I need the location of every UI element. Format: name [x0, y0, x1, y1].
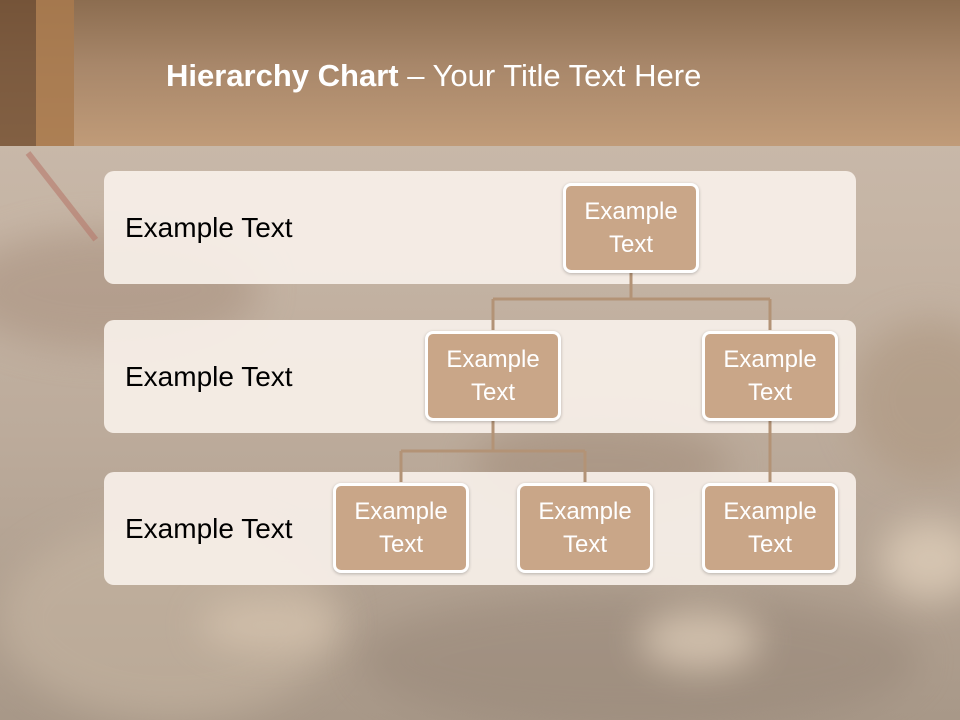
slide-title[interactable]: Hierarchy Chart – Your Title Text Here — [166, 56, 701, 96]
org-node-level3-c[interactable]: Example Text — [702, 483, 838, 573]
org-node-level3-b[interactable]: Example Text — [517, 483, 653, 573]
node-label: Example Text — [723, 346, 817, 406]
connector-left — [399, 421, 587, 482]
header-band: Hierarchy Chart – Your Title Text Here — [0, 0, 960, 146]
slide-title-rest: – Your Title Text Here — [398, 58, 702, 93]
slide-title-bold: Hierarchy Chart — [166, 58, 399, 93]
row-label: Example Text — [125, 212, 293, 243]
header-accent-bar-light — [36, 0, 74, 146]
hierarchy-row-1[interactable]: Example Text — [104, 171, 856, 284]
node-label: Example Text — [538, 498, 632, 558]
node-label: Example Text — [723, 498, 817, 558]
header-accent-bar — [0, 0, 36, 146]
org-node-level2-left[interactable]: Example Text — [425, 331, 561, 421]
row-label: Example Text — [125, 513, 293, 544]
org-node-root[interactable]: Example Text — [563, 183, 699, 273]
row-label: Example Text — [125, 361, 293, 392]
org-node-level3-a[interactable]: Example Text — [333, 483, 469, 573]
node-label: Example Text — [584, 198, 678, 258]
org-node-level2-right[interactable]: Example Text — [702, 331, 838, 421]
connector-root — [491, 273, 772, 330]
node-label: Example Text — [446, 346, 540, 406]
node-label: Example Text — [354, 498, 448, 558]
